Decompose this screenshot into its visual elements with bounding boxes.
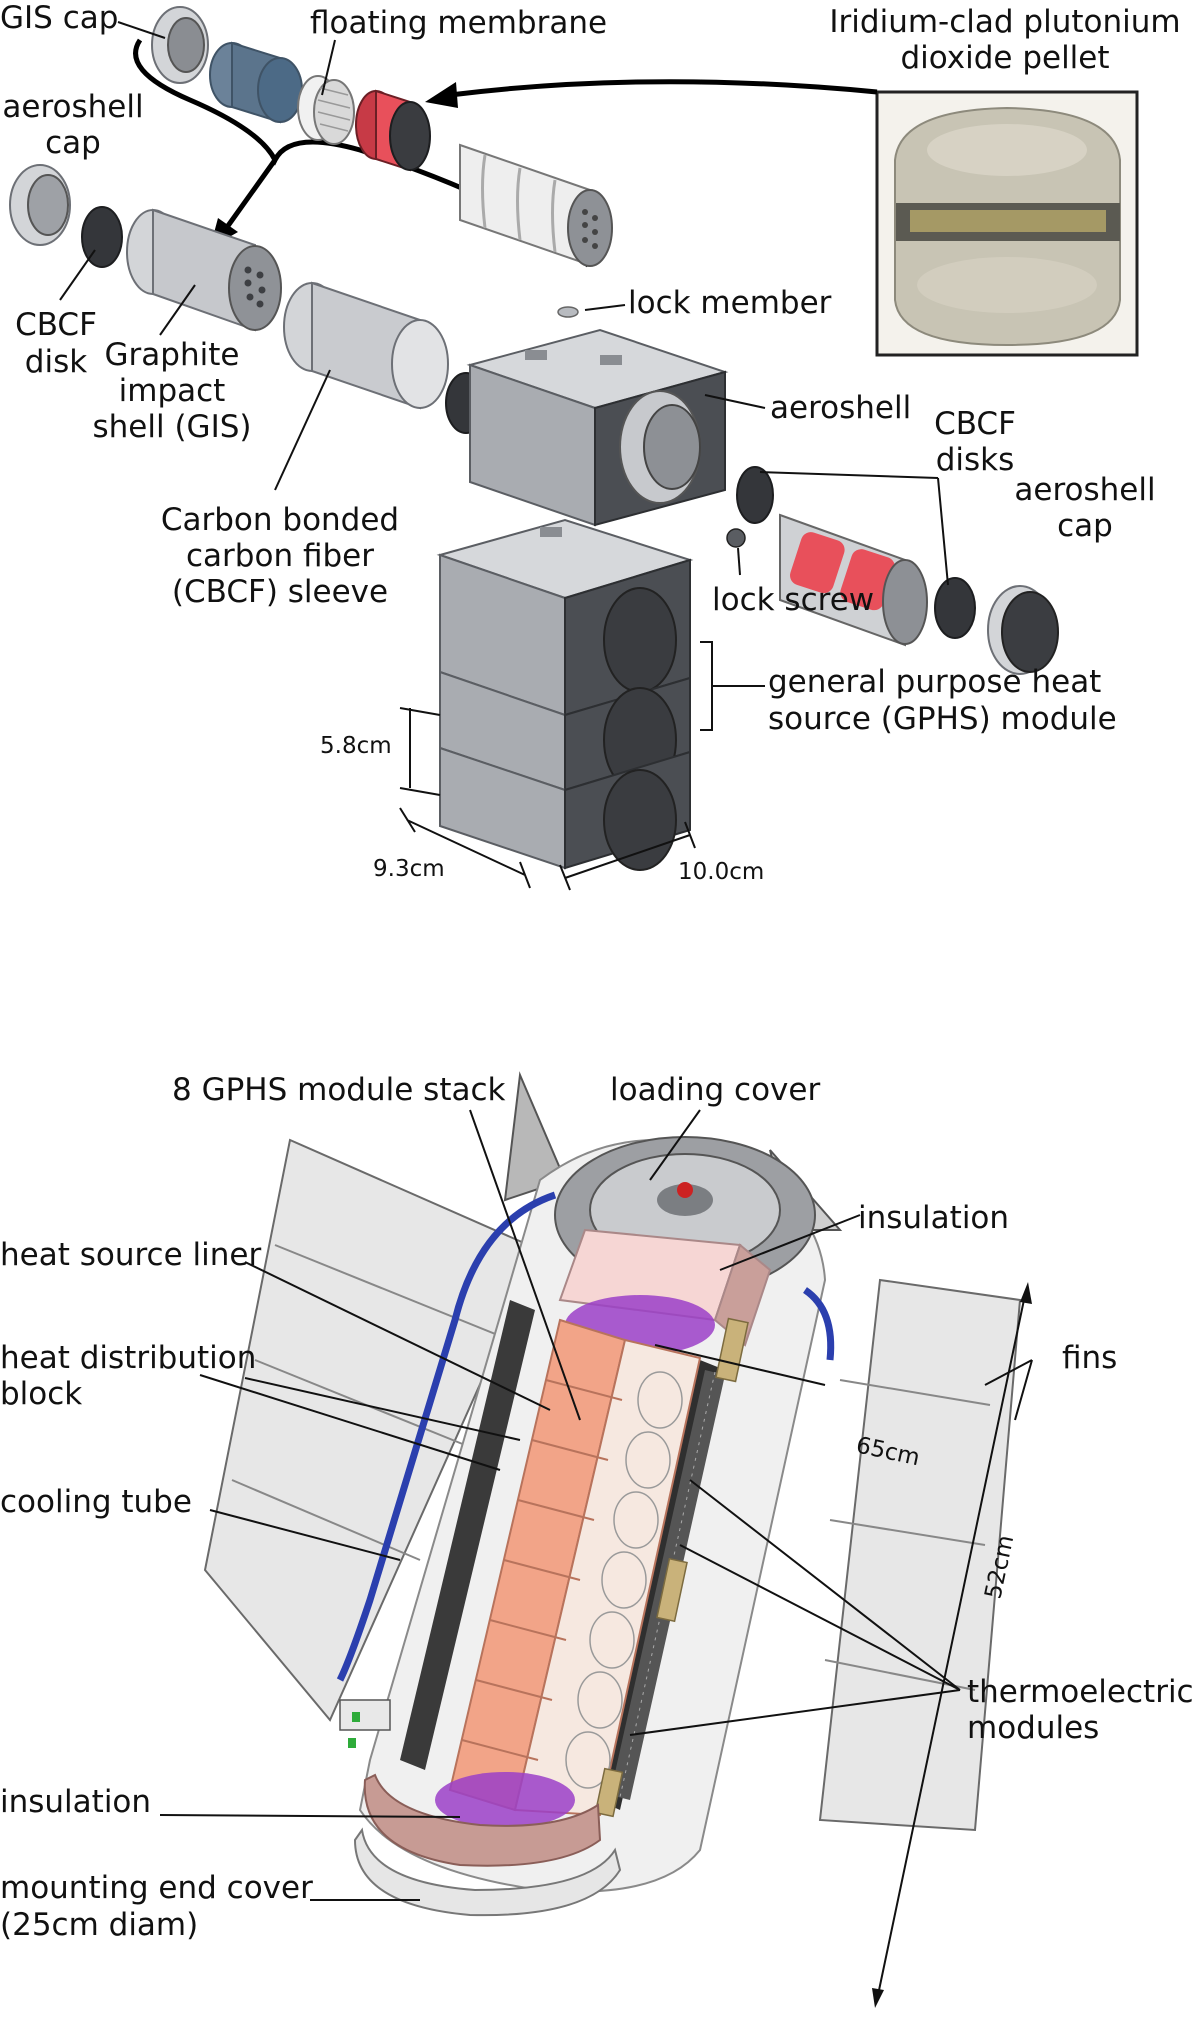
pellet-arrow-line	[449, 79, 878, 98]
cbcf-disk-right1-part	[736, 466, 774, 524]
graphite-impact-shell-part	[126, 208, 282, 332]
gphs-module-stack	[436, 518, 694, 871]
mounting-end-cover-part	[353, 1827, 622, 1917]
label-cbcf-disks-2: disks	[936, 442, 1015, 478]
label-dim-width: 9.3cm	[373, 856, 445, 882]
label-insulation-top: insulation	[858, 1200, 1009, 1236]
pellet-arrow-head	[425, 82, 458, 108]
assembly-arrow-line	[222, 158, 278, 232]
label-aeroshell-cap-left-1: aeroshell	[2, 89, 143, 125]
label-aeroshell-cap-right-1: aeroshell	[1014, 472, 1155, 508]
label-aeroshell: aeroshell	[770, 390, 911, 426]
gphs-exploded-view: GIS cap floating membrane Iridium-clad p…	[0, 0, 1181, 891]
label-mounting-cover-2: (25cm diam)	[0, 1907, 198, 1943]
label-loading-cover: loading cover	[610, 1072, 820, 1108]
aeroshell-cap-right-part	[987, 585, 1059, 675]
heat-source-liner-face	[513, 1338, 702, 1817]
top-leader-lines	[59, 21, 949, 731]
bottom-insulation-part	[363, 1773, 602, 1867]
lock-screw-part	[726, 528, 746, 548]
label-thermoelectric-1: thermoelectric	[967, 1674, 1194, 1710]
right-fin	[818, 1278, 1022, 1832]
top-dimension-lines	[399, 707, 696, 891]
label-heat-distribution-2: block	[0, 1376, 82, 1412]
label-module-stack: 8 GPHS module stack	[172, 1072, 506, 1108]
gold-bracket-3	[594, 1767, 624, 1818]
rtg-cutaway-view: 8 GPHS module stack loading cover insula…	[0, 1071, 1194, 2008]
label-pellet-title-1: Iridium-clad plutonium	[829, 4, 1180, 40]
gis-shell-half-part	[209, 41, 303, 124]
gold-bracket-2	[656, 1557, 688, 1623]
label-gis-1: Graphite	[105, 337, 240, 373]
floating-membrane-part	[297, 75, 355, 145]
label-pellet-title-2: dioxide pellet	[900, 40, 1109, 76]
bottom-purple-end	[435, 1772, 575, 1828]
gis-shell-open-part	[459, 143, 613, 267]
label-cooling-tube: cooling tube	[0, 1484, 192, 1520]
label-lock-screw: lock screw	[712, 582, 874, 618]
label-lock-member: lock member	[628, 285, 832, 321]
cooling-tube-part	[336, 1191, 557, 1682]
label-aeroshell-cap-left-2: cap	[45, 125, 101, 161]
lock-member-part	[557, 306, 579, 318]
pellet-photo	[875, 90, 1139, 357]
label-heat-source-liner: heat source liner	[0, 1237, 261, 1273]
label-cbcf-sleeve-2: carbon fiber	[186, 538, 374, 574]
label-cbcf-disk-2: disk	[25, 344, 87, 380]
label-cbcf-sleeve-3: (CBCF) sleeve	[172, 574, 388, 610]
label-floating-membrane: floating membrane	[310, 5, 607, 41]
side-connector	[339, 1699, 391, 1748]
bottom-dimension-lines	[654, 1282, 1032, 2008]
label-dim-height: 5.8cm	[320, 733, 392, 759]
module-stack-dividers	[461, 1379, 623, 1761]
bottom-labels: 8 GPHS module stack loading cover insula…	[0, 1072, 1194, 1943]
label-thermoelectric-2: modules	[967, 1710, 1099, 1746]
cooling-tube-right-part	[802, 1287, 835, 1361]
top-fin-left	[503, 1071, 567, 1202]
label-aeroshell-cap-right-2: cap	[1057, 508, 1113, 544]
label-gphs-module-2: source (GPHS) module	[768, 701, 1117, 737]
label-cbcf-disks-1: CBCF	[934, 406, 1016, 442]
aeroshell-cap-left-part	[9, 164, 71, 246]
label-cbcf-disk-1: CBCF	[15, 307, 97, 343]
cbcf-sleeve-part	[283, 281, 449, 410]
gis-cap-part	[151, 6, 209, 84]
cbcf-disk-right2-part	[934, 577, 976, 639]
label-gis-cap: GIS cap	[0, 0, 118, 36]
label-heat-distribution-1: heat distribution	[0, 1340, 256, 1376]
open-gis-with-pellets-part	[779, 513, 928, 647]
pellet-part	[355, 89, 431, 172]
label-gis-2: impact	[119, 373, 226, 409]
module-end-circles	[565, 1371, 683, 1789]
label-gis-3: shell (GIS)	[93, 409, 252, 445]
top-labels: GIS cap floating membrane Iridium-clad p…	[0, 0, 1181, 885]
label-dim-depth: 10.0cm	[678, 859, 764, 885]
label-insulation-bottom: insulation	[0, 1784, 151, 1820]
gold-bracket-1	[715, 1317, 749, 1383]
bottom-leader-lines	[159, 1109, 1033, 1901]
inner-wall-left	[400, 1300, 535, 1770]
cbcf-disk-left-part	[81, 206, 123, 268]
label-cbcf-sleeve-1: Carbon bonded	[161, 502, 399, 538]
label-mounting-cover-1: mounting end cover	[0, 1870, 313, 1906]
label-fins: fins	[1062, 1340, 1117, 1376]
label-gphs-module-1: general purpose heat	[768, 664, 1101, 700]
aeroshell-block-part	[466, 328, 729, 527]
